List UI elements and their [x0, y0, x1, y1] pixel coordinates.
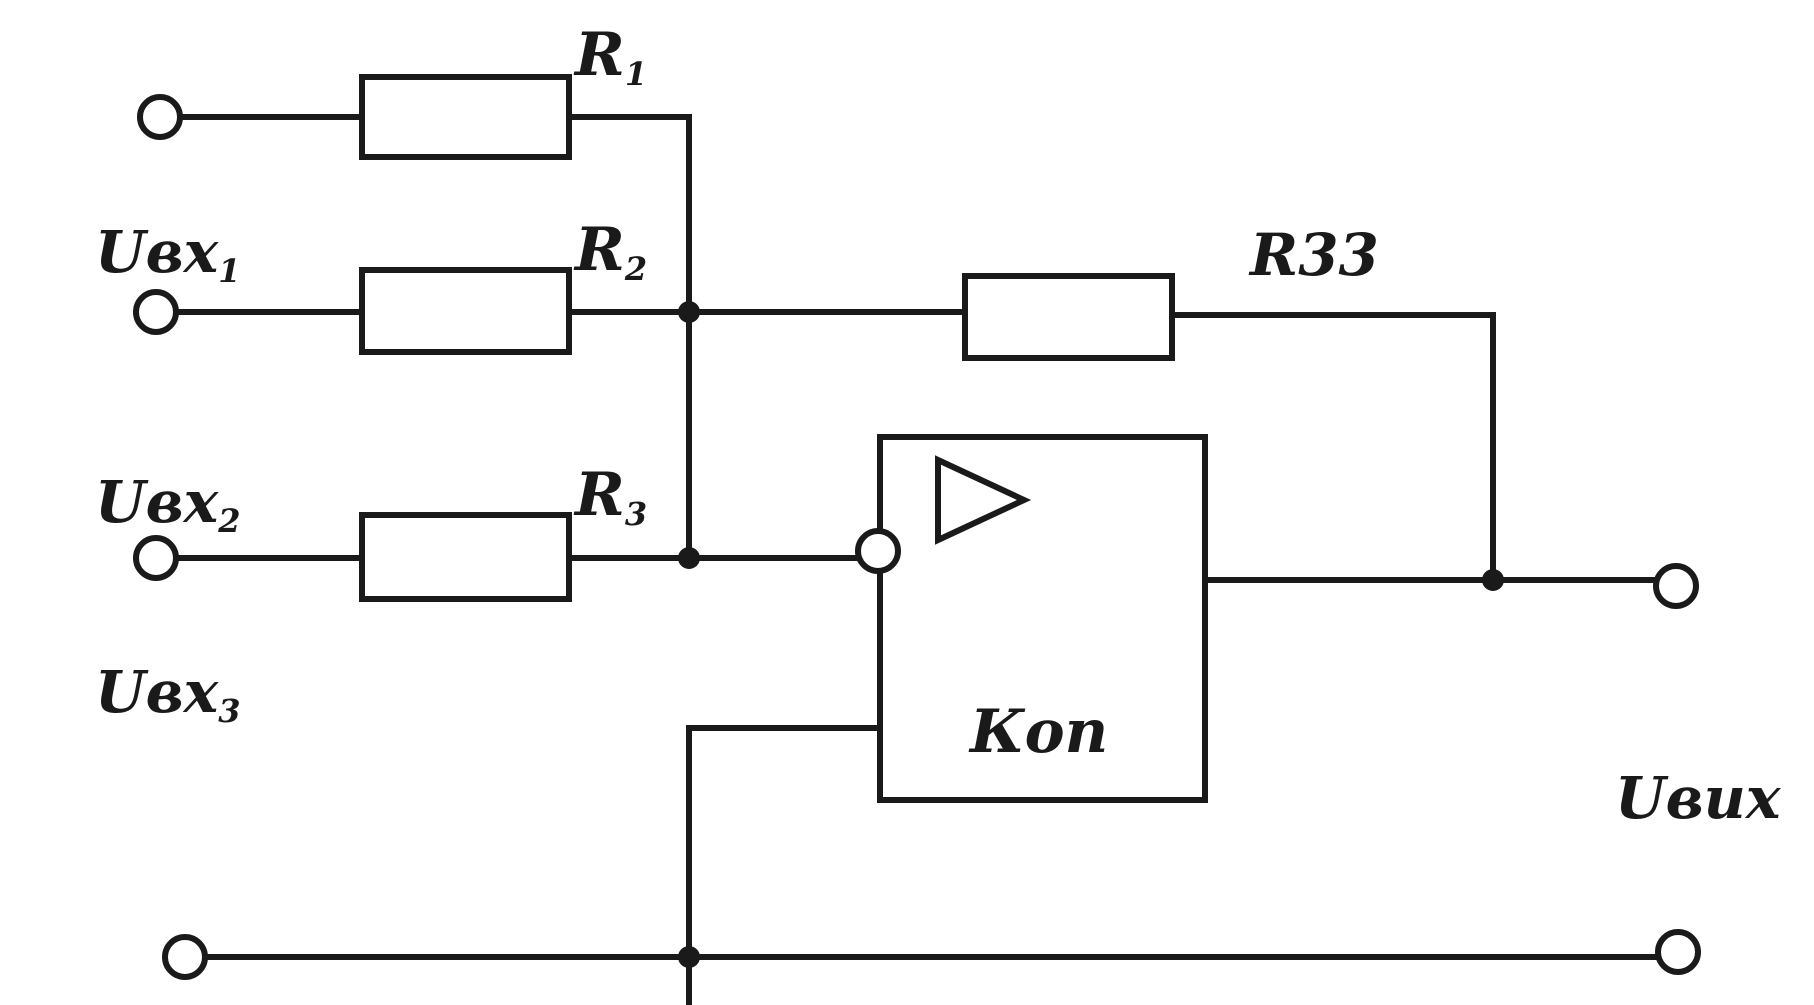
opamp-body — [877, 434, 1208, 803]
wire-in1-right — [568, 114, 692, 561]
label-uin1: Uвх1 — [95, 218, 241, 290]
junction-output — [1482, 569, 1504, 591]
input-branch-1 — [137, 74, 692, 561]
terminal-common-right — [1655, 929, 1701, 975]
resistor-r33 — [962, 273, 1175, 361]
resistor-r2 — [359, 267, 572, 355]
terminal-out — [1653, 563, 1699, 609]
junction-common — [678, 946, 700, 968]
label-r33: R33 — [1248, 221, 1379, 289]
label-uout: Uвих — [1615, 764, 1782, 832]
label-uin2: Uвх2 — [95, 468, 241, 540]
opamp-inverting-input — [855, 528, 901, 574]
output-path — [1204, 563, 1699, 609]
terminal-common-left — [162, 934, 208, 980]
wire-feedback-right — [1171, 312, 1496, 583]
label-r3: R3 — [573, 460, 647, 533]
resistor-r3 — [359, 512, 572, 602]
terminal-in1 — [137, 94, 183, 140]
label-r2: R2 — [573, 215, 647, 288]
common-rail — [162, 929, 1701, 980]
wire-noninverting-ground — [686, 725, 883, 1005]
terminal-in2 — [133, 289, 179, 335]
feedback-path — [686, 273, 1496, 583]
junction-r3 — [678, 547, 700, 569]
resistor-r1 — [359, 74, 572, 160]
opamp-triangle-icon — [935, 455, 1032, 545]
input-branch-2 — [133, 267, 692, 355]
label-opamp: Коп — [968, 697, 1108, 767]
label-uin3: Uвх3 — [95, 658, 241, 730]
terminal-in3 — [133, 535, 179, 581]
input-branch-3 — [133, 512, 858, 602]
opamp — [686, 434, 1208, 1005]
junction-r2 — [678, 301, 700, 323]
label-r1: R1 — [573, 20, 647, 93]
